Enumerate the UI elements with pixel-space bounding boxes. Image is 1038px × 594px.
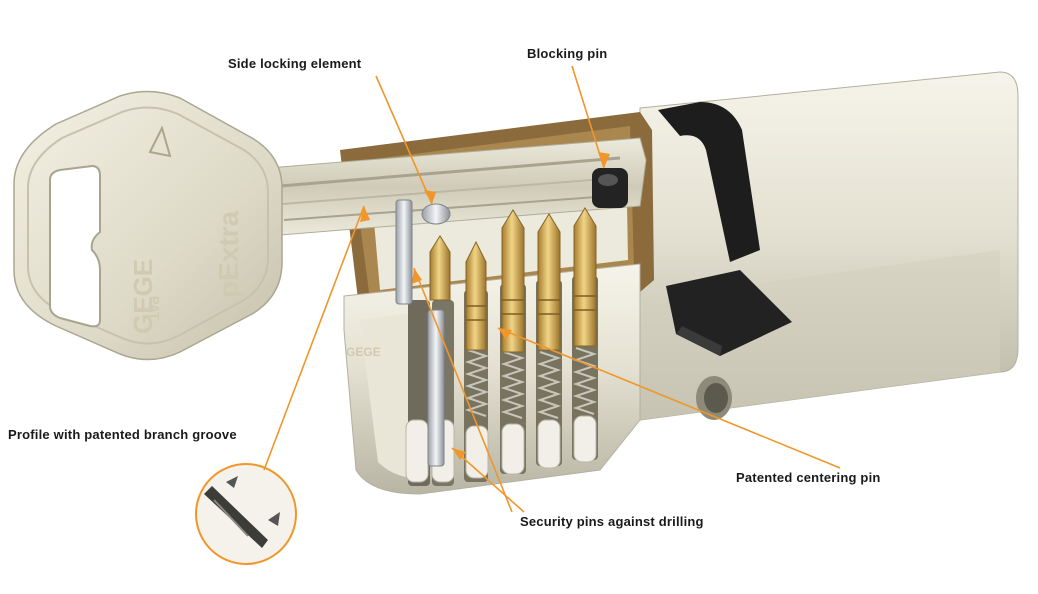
security-pin-1 — [395, 199, 413, 305]
label-patented-centering-pin: Patented centering pin — [736, 470, 881, 485]
leader-lines — [263, 65, 841, 513]
magnified-inset — [195, 463, 297, 565]
label-security-pins: Security pins against drilling — [520, 514, 704, 529]
label-side-locking-element: Side locking element — [228, 56, 362, 71]
triangle-mark-icon — [148, 125, 172, 158]
springs — [464, 347, 598, 419]
cam-collar — [658, 102, 760, 262]
centering-pin-rings — [466, 295, 596, 321]
groove-arrow-icon — [268, 512, 280, 526]
leader-profile — [263, 205, 365, 471]
key-bow-hole — [49, 164, 101, 328]
key-model-emboss: pExtra — [213, 210, 244, 298]
side-locking-element — [421, 203, 451, 225]
blocking-pin — [592, 168, 628, 208]
key-pat-emboss: PAT — [147, 296, 162, 320]
front-brand-emboss: GEGE — [346, 345, 381, 359]
label-blocking-pin: Blocking pin — [527, 46, 608, 61]
key-brand-emboss: GEGE — [128, 259, 158, 334]
leader-security-b — [451, 447, 525, 513]
leader-centering — [497, 327, 841, 469]
label-profile-branch-groove: Profile with patented branch groove — [8, 427, 237, 442]
brass-pins — [429, 207, 597, 353]
security-pin-2 — [427, 309, 445, 467]
leader-side-locking — [375, 75, 433, 205]
lower-pins — [405, 415, 597, 483]
leader-security-a — [413, 267, 513, 513]
leader-blocking-pin — [571, 65, 605, 169]
